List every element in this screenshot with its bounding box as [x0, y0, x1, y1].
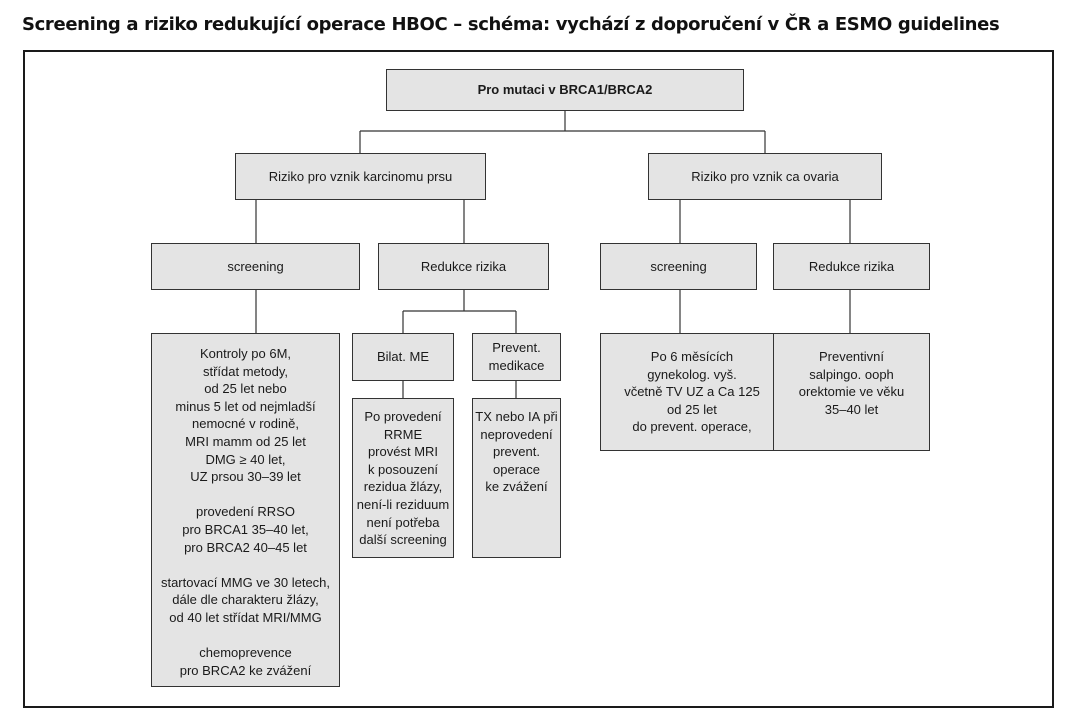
ovary-reduction-detail: Preventivní salpingo. ooph orektomie ve …	[773, 333, 930, 451]
prevent-medication-label: Prevent. medikace	[488, 340, 545, 373]
ovary-screening-detail: Po 6 měsících gynekolog. vyš. včetně TV …	[600, 333, 784, 451]
ovary-reduction-detail-text: Preventivní salpingo. ooph orektomie ve …	[798, 349, 905, 417]
breast-risk-label: Riziko pro vznik karcinomu prsu	[268, 168, 453, 184]
diagram-frame	[23, 50, 1054, 708]
ovary-reduction-node: Redukce rizika	[773, 243, 930, 290]
bilateral-me-detail: Po provedení RRME provést MRI k posouzen…	[352, 398, 454, 558]
ovary-screening-node: screening	[600, 243, 757, 290]
breast-screening-label: screening	[227, 258, 284, 274]
bilateral-me-detail-text: Po provedení RRME provést MRI k posouzen…	[356, 409, 450, 548]
ovary-risk-node: Riziko pro vznik ca ovaria	[648, 153, 882, 200]
breast-screening-node: screening	[151, 243, 360, 290]
root-node: Pro mutaci v BRCA1/BRCA2	[386, 69, 744, 111]
ovary-screening-detail-text: Po 6 měsících gynekolog. vyš. včetně TV …	[624, 349, 760, 435]
prevent-medication-node: Prevent. medikace	[472, 333, 561, 381]
ovary-reduction-label: Redukce rizika	[808, 258, 895, 274]
page-title: Screening a riziko redukující operace HB…	[22, 14, 1000, 35]
breast-screening-detail: Kontroly po 6M, střídat metody, od 25 le…	[151, 333, 340, 687]
root-label: Pro mutaci v BRCA1/BRCA2	[477, 82, 653, 98]
breast-risk-node: Riziko pro vznik karcinomu prsu	[235, 153, 486, 200]
ovary-risk-label: Riziko pro vznik ca ovaria	[691, 168, 839, 184]
breast-reduction-label: Redukce rizika	[420, 258, 507, 274]
breast-reduction-node: Redukce rizika	[378, 243, 549, 290]
prevent-medication-detail: TX nebo IA při neprovedení prevent. oper…	[472, 398, 561, 558]
bilateral-me-node: Bilat. ME	[352, 333, 454, 381]
bilateral-me-label: Bilat. ME	[376, 349, 429, 365]
prevent-medication-detail-text: TX nebo IA při neprovedení prevent. oper…	[475, 409, 558, 495]
ovary-screening-label: screening	[650, 258, 707, 274]
breast-screening-detail-text: Kontroly po 6M, střídat metody, od 25 le…	[160, 346, 331, 678]
